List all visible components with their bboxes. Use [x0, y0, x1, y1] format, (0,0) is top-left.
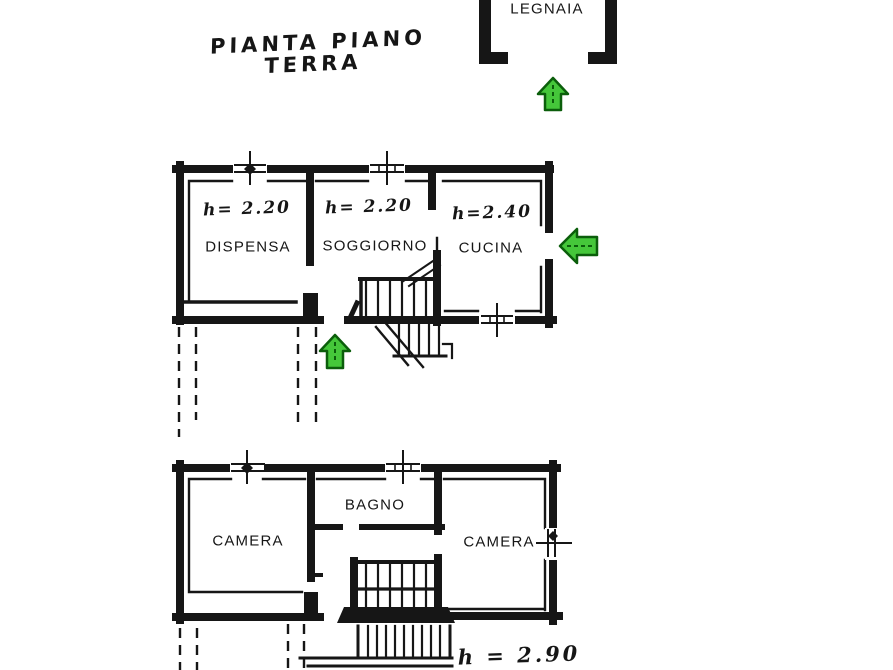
upper-floor-walls	[172, 460, 563, 625]
room-label-soggiorno: SOGGIORNO	[322, 237, 428, 255]
window-icon	[479, 303, 515, 337]
legnaia-entrance-arrow-up-icon	[536, 76, 570, 112]
window-icon	[536, 528, 572, 560]
legnaia-outline	[479, 0, 617, 64]
room-label-cucina: CUCINA	[458, 239, 524, 257]
room-label-bagno: BAGNO	[344, 496, 406, 514]
window-icon	[230, 450, 265, 484]
upper-floor-projection-dashed-lines	[178, 624, 306, 670]
window-icon	[233, 151, 267, 185]
window-icon	[385, 450, 421, 484]
ground-floor-windows	[233, 151, 515, 337]
plan-title-line2: TERRA	[264, 49, 362, 79]
kitchen-entrance-arrow-left-icon	[558, 227, 599, 265]
entrance-arrow-up-icon	[318, 333, 352, 370]
height-label-cucina: h=2.40	[451, 201, 533, 225]
room-label-camera-left: CAMERA	[212, 532, 284, 550]
ground-floor-walls	[172, 161, 557, 328]
ground-floor-stairs	[358, 259, 454, 369]
upper-floor-windows	[230, 450, 572, 560]
height-label-dispensa: h= 2.20	[202, 197, 292, 221]
height-label-upper-floor: h = 2.90	[457, 640, 581, 670]
room-label-camera-right: CAMERA	[463, 533, 535, 551]
height-label-soggiorno: h= 2.20	[324, 195, 414, 219]
window-icon	[369, 151, 405, 185]
upper-floor-stairs	[298, 560, 455, 668]
room-label-legnaia: LEGNAIA	[510, 0, 584, 18]
ground-floor-projection-dashed-lines	[177, 327, 318, 437]
room-label-dispensa: DISPENSA	[205, 238, 291, 256]
